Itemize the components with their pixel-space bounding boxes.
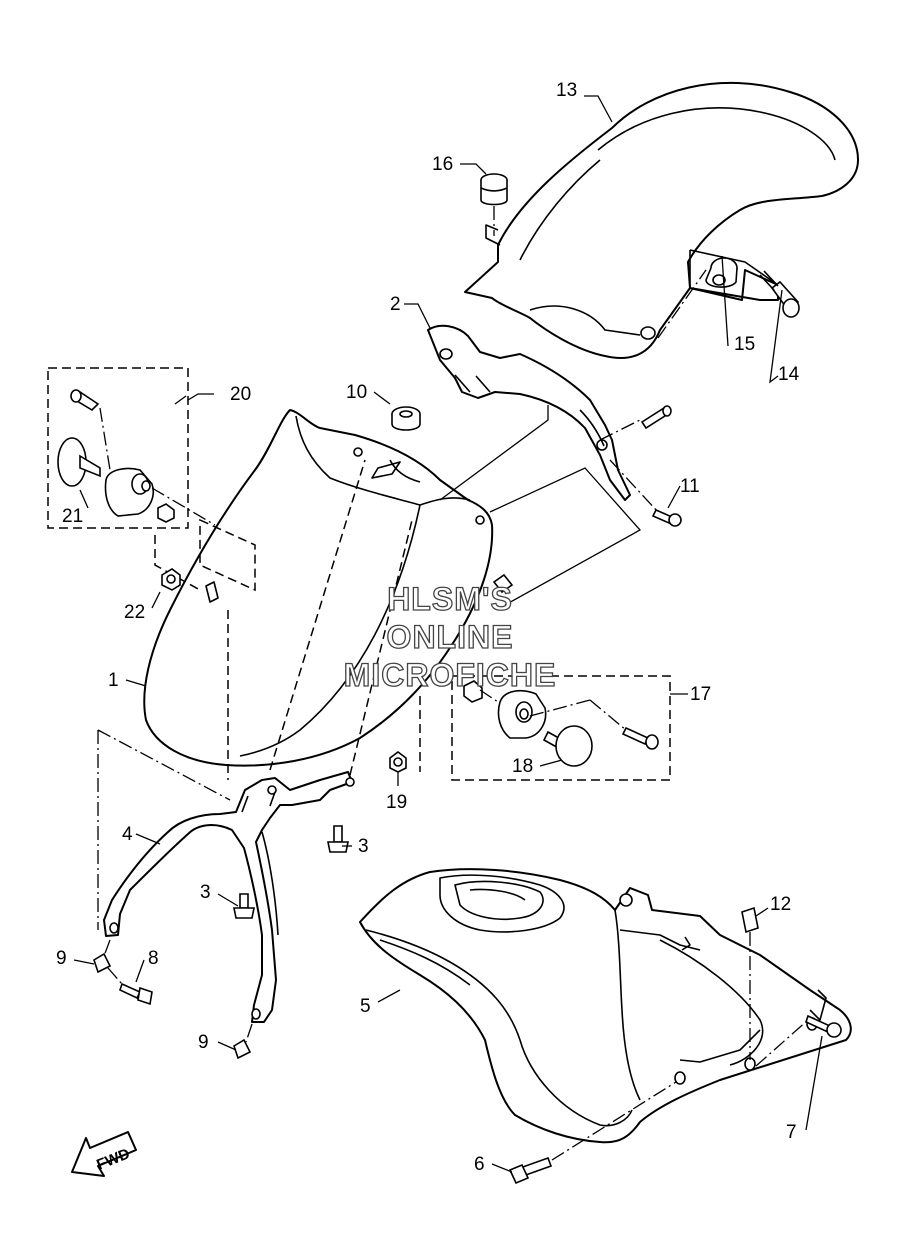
callout-3-upper: 3 bbox=[358, 836, 369, 857]
callout-13: 13 bbox=[556, 80, 577, 101]
watermark: HLSM'S ONLINE MICROFICHE bbox=[343, 580, 557, 693]
fender-stay-part[interactable] bbox=[103, 771, 355, 1023]
mount-guide bbox=[199, 518, 256, 592]
callout-18: 18 bbox=[512, 756, 533, 777]
bolt-group-17-part[interactable] bbox=[621, 726, 659, 750]
bolt-11-part[interactable] bbox=[651, 508, 682, 527]
callout-2: 2 bbox=[390, 294, 401, 315]
callout-10: 10 bbox=[346, 382, 367, 403]
damper-group-20-part[interactable] bbox=[104, 467, 154, 517]
group-17-box bbox=[451, 675, 671, 781]
callout-5: 5 bbox=[360, 996, 371, 1017]
screw-7-part[interactable] bbox=[755, 1014, 842, 1067]
callout-4: 4 bbox=[122, 824, 133, 845]
nut-19-part[interactable] bbox=[389, 751, 407, 773]
fender-bracket-part[interactable] bbox=[427, 324, 631, 501]
nut-group-17-part[interactable] bbox=[463, 680, 499, 703]
callout-11: 11 bbox=[680, 476, 700, 497]
guide-line-2 bbox=[489, 467, 642, 606]
bolt-small-upper-part[interactable] bbox=[640, 405, 672, 430]
bolt-3-upper-part[interactable] bbox=[327, 825, 349, 853]
callout-6: 6 bbox=[474, 1154, 485, 1175]
nut-22-part[interactable] bbox=[161, 568, 181, 591]
bolt-6-part[interactable] bbox=[508, 1081, 677, 1185]
callout-15: 15 bbox=[734, 334, 755, 355]
assembly-line-20 bbox=[151, 487, 216, 526]
bolt-group-20-part[interactable] bbox=[70, 389, 111, 471]
damper-21-part[interactable] bbox=[57, 437, 101, 487]
damper-18-part[interactable] bbox=[542, 725, 593, 767]
callout-1: 1 bbox=[108, 670, 119, 691]
callout-8: 8 bbox=[148, 948, 159, 969]
callout-leaders bbox=[73, 95, 823, 1173]
callout-22: 22 bbox=[124, 602, 145, 623]
collar-15-part[interactable] bbox=[705, 257, 738, 288]
assembly-line-fender-2 bbox=[349, 519, 413, 776]
callout-labels: 13 16 2 10 20 21 22 1 11 15 14 17 18 19 … bbox=[56, 80, 800, 1175]
nut-group-20-part[interactable] bbox=[157, 503, 175, 523]
watermark-line-3: MICROFICHE bbox=[344, 657, 557, 693]
assembly-line-17 bbox=[529, 699, 591, 717]
guide-line bbox=[439, 405, 549, 501]
callout-16: 16 bbox=[432, 154, 453, 175]
callout-9-upper: 9 bbox=[56, 948, 67, 969]
bolt-8-part[interactable] bbox=[107, 967, 153, 1006]
clip-nut-9-lower-part[interactable] bbox=[233, 1023, 253, 1060]
forward-direction-arrow: FWD bbox=[71, 1131, 137, 1177]
assembly-line bbox=[657, 269, 707, 339]
grommet-16-part[interactable] bbox=[480, 173, 508, 236]
watermark-line-1: HLSM'S bbox=[387, 581, 513, 617]
callout-7: 7 bbox=[786, 1122, 797, 1143]
damper-group-17-part[interactable] bbox=[497, 689, 547, 739]
assembly-line-17b bbox=[589, 699, 627, 731]
callout-14: 14 bbox=[778, 364, 800, 385]
lower-cover-part[interactable] bbox=[359, 868, 852, 1144]
bolt-14-part[interactable] bbox=[759, 270, 800, 318]
assembly-line-stay bbox=[97, 729, 231, 930]
mount-tab bbox=[205, 581, 219, 603]
callout-3-lower: 3 bbox=[200, 882, 211, 903]
mount-guide-2 bbox=[154, 535, 201, 591]
bolt-3-lower-part[interactable] bbox=[233, 893, 255, 919]
callout-20: 20 bbox=[230, 384, 251, 405]
assembly-line-11 bbox=[609, 459, 659, 513]
group-20-box bbox=[47, 367, 189, 529]
callout-21: 21 bbox=[62, 506, 83, 527]
rear-fender-part[interactable] bbox=[464, 81, 859, 360]
callout-12: 12 bbox=[770, 894, 791, 915]
fitting-tab bbox=[492, 573, 514, 594]
clip-nut-9-upper-part[interactable] bbox=[93, 939, 112, 974]
clip-12-part[interactable] bbox=[741, 906, 759, 1060]
callout-19: 19 bbox=[386, 792, 407, 813]
assembly-line-fender bbox=[269, 459, 366, 771]
watermark-line-2: ONLINE bbox=[387, 619, 514, 655]
assembly-line-bolt bbox=[599, 419, 641, 441]
callout-17: 17 bbox=[690, 684, 711, 705]
front-fender-part[interactable] bbox=[143, 409, 494, 767]
callout-9-lower: 9 bbox=[198, 1032, 209, 1053]
grommet-10-part[interactable] bbox=[391, 406, 421, 431]
